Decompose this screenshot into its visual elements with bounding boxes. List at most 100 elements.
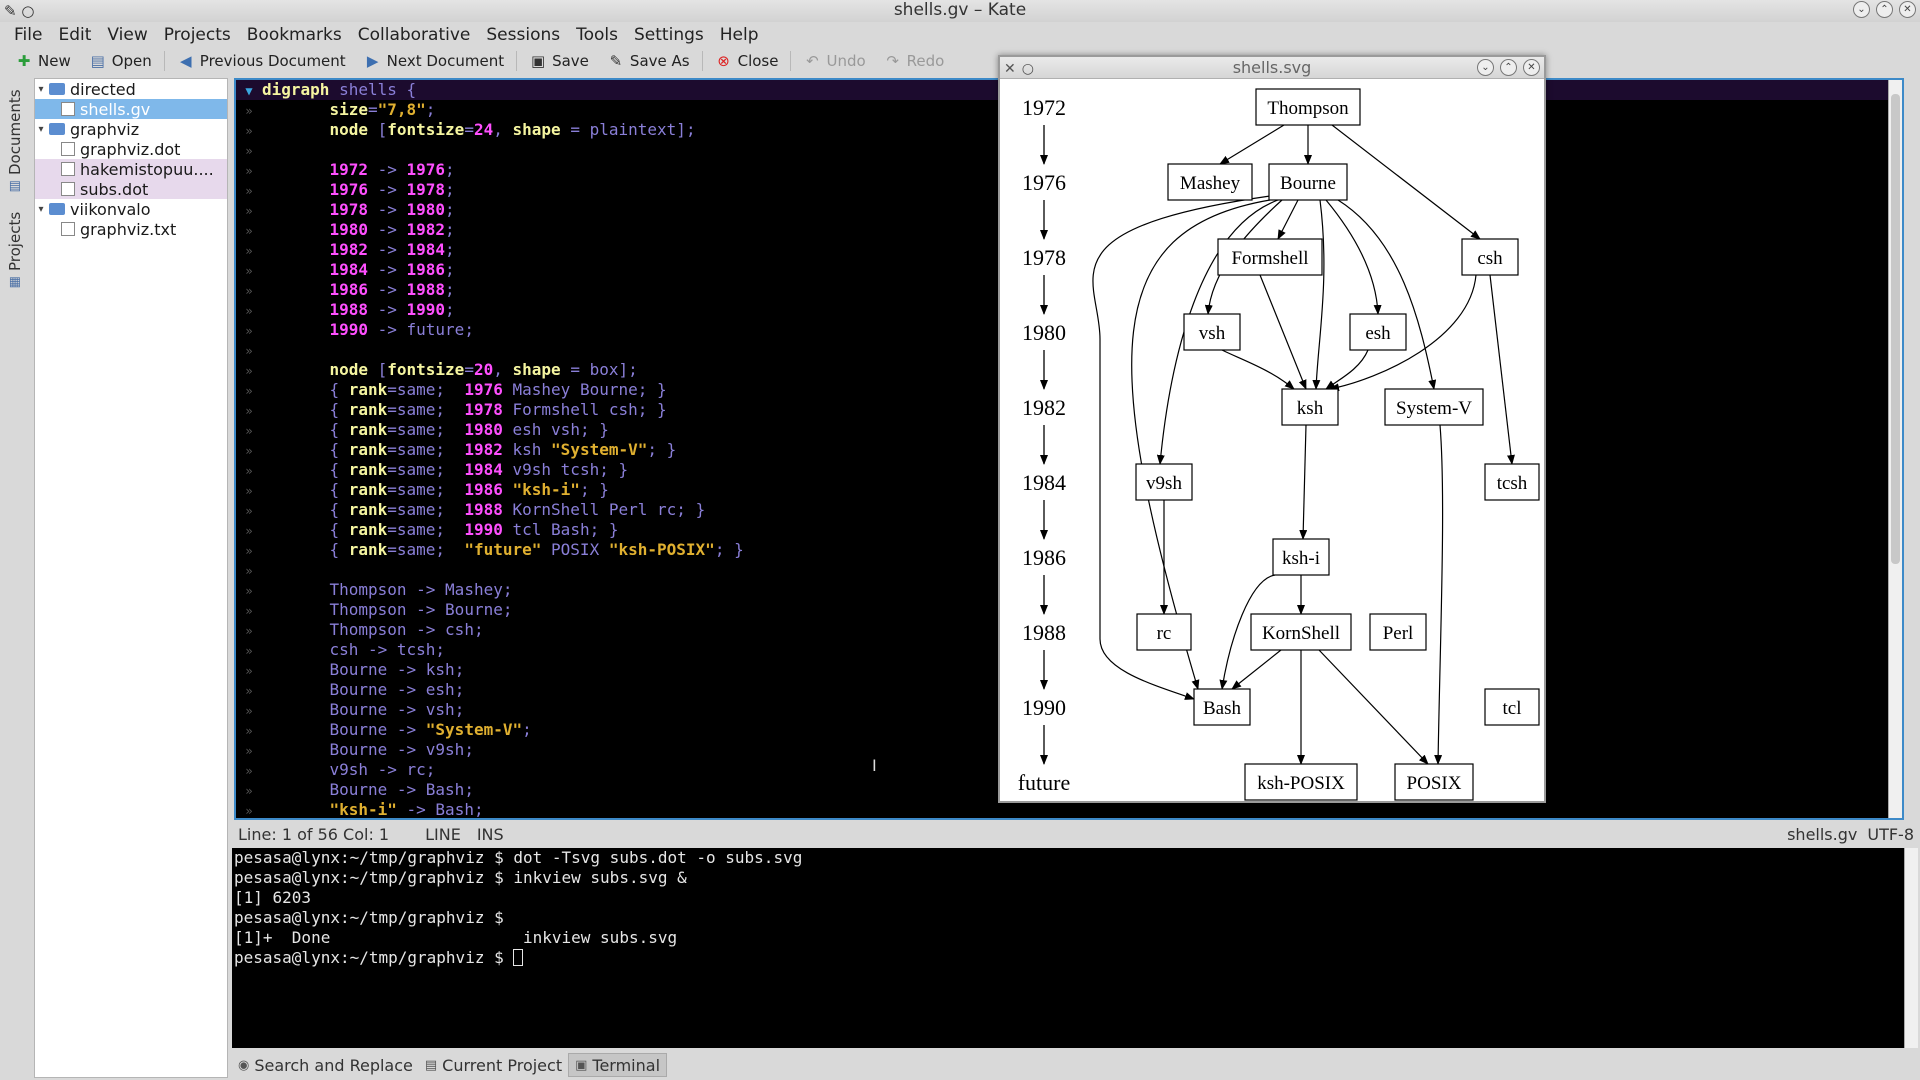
- graph-node: Mashey: [1167, 163, 1253, 201]
- window-menu-icon[interactable]: ✎ ○: [4, 2, 35, 20]
- indent-marker-icon: »: [245, 624, 253, 638]
- year-label: 1976: [1022, 170, 1066, 195]
- viewer-titlebar: ✕ ○ shells.svg ⌄ ⌃ ✕: [1000, 57, 1544, 79]
- editor-scrollbar-thumb[interactable]: [1891, 94, 1900, 564]
- tab-terminal[interactable]: ▣Terminal: [568, 1053, 668, 1077]
- undo-button[interactable]: ↶Undo: [794, 49, 874, 73]
- save-button[interactable]: ▣Save: [531, 52, 589, 70]
- redo-icon: ↷: [886, 52, 899, 70]
- redo-button[interactable]: ↷Redo: [875, 49, 954, 73]
- tree-file-graphviz-dot[interactable]: graphviz.dot: [35, 139, 227, 159]
- code-line: » 1986 -> 1988;: [236, 280, 1896, 300]
- tree-file-subs-dot[interactable]: subs.dot: [35, 179, 227, 199]
- menu-projects[interactable]: Projects: [163, 25, 231, 45]
- tab-search-and-replace[interactable]: ◉Search and Replace: [238, 1055, 413, 1075]
- encoding-indicator[interactable]: UTF-8: [1867, 824, 1914, 844]
- code-line: » "ksh-i" -> Bash;: [236, 800, 1896, 818]
- open-button[interactable]: ▤Open: [90, 52, 152, 70]
- code-line: » Bourne -> esh;: [236, 680, 1896, 700]
- close-window-button[interactable]: ✕: [1899, 1, 1916, 18]
- tree-file-shells-gv[interactable]: shells.gv: [35, 99, 227, 119]
- previous-document-button[interactable]: ◀Previous Document: [168, 49, 355, 73]
- viewer-minimize-button[interactable]: ⌄: [1477, 59, 1494, 76]
- graph-node-label: System-V: [1396, 398, 1472, 419]
- tree-folder-directed[interactable]: ▾ directed: [35, 79, 227, 99]
- menu-collaborative[interactable]: Collaborative: [357, 25, 471, 45]
- tab-current-project[interactable]: ▤Current Project: [424, 1055, 563, 1075]
- menu-settings[interactable]: Settings: [634, 25, 704, 45]
- insert-mode[interactable]: INS: [476, 824, 504, 844]
- year-label: future: [1018, 770, 1071, 795]
- tree-file-graphviz-txt[interactable]: graphviz.txt: [35, 219, 227, 239]
- file-name-indicator: shells.gv: [1787, 824, 1858, 844]
- year-label: 1988: [1022, 620, 1066, 645]
- collapse-arrow-icon[interactable]: ▾: [38, 83, 44, 95]
- code-line: » 1976 -> 1978;: [236, 180, 1896, 200]
- year-label: 1980: [1022, 320, 1066, 345]
- selection-mode[interactable]: LINE: [425, 824, 461, 844]
- tree-folder-graphviz[interactable]: ▾ graphviz: [35, 119, 227, 139]
- collapse-arrow-icon[interactable]: ▾: [38, 123, 44, 135]
- indent-marker-icon: »: [245, 784, 253, 798]
- close-circle-icon: ⊗: [717, 52, 730, 70]
- tree-folder-viikonvalo[interactable]: ▾ viikonvalo: [35, 199, 227, 219]
- code-line: »: [236, 340, 1896, 360]
- indent-marker-icon: »: [245, 744, 253, 758]
- close-document-button[interactable]: ⊗Close: [706, 49, 788, 73]
- indent-marker-icon: »: [245, 104, 253, 118]
- terminal-line: pesasa@lynx:~/tmp/graphviz $ inkview sub…: [234, 868, 687, 887]
- terminal-cursor: [513, 949, 524, 966]
- file-icon: [61, 222, 75, 236]
- year-label: 1986: [1022, 545, 1066, 570]
- code-line: » 1972 -> 1976;: [236, 160, 1896, 180]
- year-label: 1978: [1022, 245, 1066, 270]
- fold-arrow-icon[interactable]: ▼: [245, 84, 253, 98]
- editor-scrollbar[interactable]: [1888, 80, 1902, 818]
- menu-file[interactable]: File: [14, 25, 43, 45]
- menu-help[interactable]: Help: [719, 25, 759, 45]
- year-label: 1972: [1022, 95, 1066, 120]
- code-line: » 1980 -> 1982;: [236, 220, 1896, 240]
- code-line: » { rank=same; 1990 tcl Bash; }: [236, 520, 1896, 540]
- terminal-line: pesasa@lynx:~/tmp/graphviz $: [234, 908, 504, 927]
- graph-edge: [1221, 349, 1295, 390]
- graph-edge: [1331, 124, 1481, 240]
- viewer-maximize-button[interactable]: ⌃: [1500, 59, 1517, 76]
- code-line: » node [fontsize=24, shape = plaintext];: [236, 120, 1896, 140]
- tab-documents[interactable]: ▤ Documents: [6, 89, 24, 194]
- terminal-panel[interactable]: pesasa@lynx:~/tmp/graphviz $ dot -Tsvg s…: [232, 848, 1918, 1048]
- save-as-button[interactable]: ✎Save As: [598, 49, 699, 73]
- graph-node: tcsh: [1484, 463, 1540, 501]
- menu-tools[interactable]: Tools: [576, 25, 619, 45]
- save-as-icon: ✎: [609, 52, 623, 70]
- graph-node-label: v9sh: [1146, 473, 1182, 494]
- viewer-close-button[interactable]: ✕: [1523, 59, 1540, 76]
- graph-node: POSIX: [1394, 763, 1474, 801]
- terminal-scrollbar[interactable]: [1904, 848, 1918, 1048]
- code-line: » { rank=same; 1986 "ksh-i"; }: [236, 480, 1896, 500]
- menu-sessions[interactable]: Sessions: [486, 25, 561, 45]
- code-line: » Bourne -> "System-V";: [236, 720, 1896, 740]
- viewer-menu-icon[interactable]: ○: [1021, 61, 1034, 77]
- menu-edit[interactable]: Edit: [58, 25, 92, 45]
- maximize-button[interactable]: ⌃: [1876, 1, 1893, 18]
- code-line: » { rank=same; 1978 Formshell csh; }: [236, 400, 1896, 420]
- graph-node-box: [1349, 313, 1407, 351]
- projects-icon: ▦: [7, 275, 23, 290]
- indent-marker-icon: »: [245, 724, 253, 738]
- next-document-button[interactable]: ▶Next Document: [355, 49, 513, 73]
- minimize-button[interactable]: ⌄: [1853, 1, 1870, 18]
- collapse-arrow-icon[interactable]: ▾: [38, 203, 44, 215]
- code-line: » { rank=same; 1980 esh vsh; }: [236, 420, 1896, 440]
- new-button[interactable]: ✚New: [6, 49, 80, 73]
- viewer-close-icon[interactable]: ✕: [1004, 61, 1016, 77]
- graph-node: rc: [1136, 613, 1192, 651]
- arrow-left-icon: ◀: [180, 52, 192, 70]
- viewer-title: shells.svg: [1232, 58, 1312, 77]
- menu-bookmarks[interactable]: Bookmarks: [246, 25, 342, 45]
- menu-view[interactable]: View: [107, 25, 148, 45]
- tree-file-hakemistopuu[interactable]: hakemistopuu....: [35, 159, 227, 179]
- indent-marker-icon: »: [245, 364, 253, 378]
- tab-projects[interactable]: ▦ Projects: [6, 211, 24, 290]
